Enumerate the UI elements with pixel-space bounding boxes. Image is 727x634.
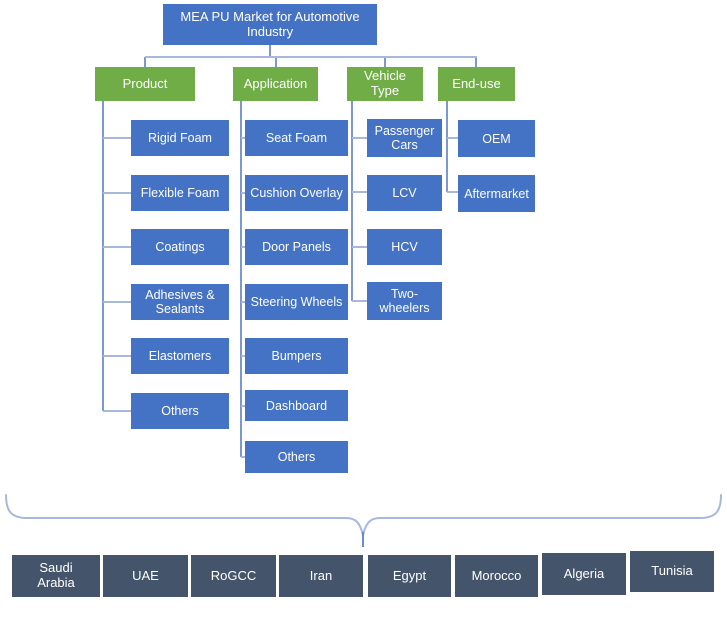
item-box-seat-foam: Seat Foam bbox=[245, 120, 348, 156]
item-box-dashboard: Dashboard bbox=[245, 390, 348, 421]
category-box-application: Application bbox=[233, 67, 318, 101]
region-box-tunisia: Tunisia bbox=[630, 551, 714, 592]
item-box-aftermarket: Aftermarket bbox=[458, 175, 535, 212]
category-box-end-use: End-use bbox=[438, 67, 515, 101]
region-box-iran: Iran bbox=[279, 555, 363, 597]
region-box-rogcc: RoGCC bbox=[191, 555, 276, 597]
item-box-product-others: Others bbox=[131, 393, 229, 429]
item-box-coatings: Coatings bbox=[131, 229, 229, 265]
root-node: MEA PU Market for Automotive Industry bbox=[163, 4, 377, 45]
item-box-oem: OEM bbox=[458, 120, 535, 157]
item-box-rigid-foam: Rigid Foam bbox=[131, 120, 229, 156]
item-box-steering-wheels: Steering Wheels bbox=[245, 284, 348, 320]
region-box-algeria: Algeria bbox=[542, 553, 626, 595]
item-box-hcv: HCV bbox=[367, 229, 442, 265]
category-box-product: Product bbox=[95, 67, 195, 101]
item-box-cushion-overlay: Cushion Overlay bbox=[245, 175, 348, 211]
item-box-flexible-foam: Flexible Foam bbox=[131, 175, 229, 211]
item-box-door-panels: Door Panels bbox=[245, 229, 348, 265]
item-box-application-others: Others bbox=[245, 441, 348, 473]
region-box-uae: UAE bbox=[103, 555, 188, 597]
region-box-saudi-arabia: Saudi Arabia bbox=[12, 555, 100, 597]
item-box-adhesives-sealants: Adhesives & Sealants bbox=[131, 284, 229, 320]
item-box-elastomers: Elastomers bbox=[131, 338, 229, 374]
item-box-bumpers: Bumpers bbox=[245, 338, 348, 374]
region-box-egypt: Egypt bbox=[368, 555, 451, 597]
item-box-passenger-cars: Passenger Cars bbox=[367, 119, 442, 157]
item-box-lcv: LCV bbox=[367, 175, 442, 211]
region-box-morocco: Morocco bbox=[455, 555, 538, 597]
brace-curve bbox=[5, 494, 722, 536]
category-box-vehicle-type: Vehicle Type bbox=[347, 67, 423, 101]
item-box-two-wheelers: Two-wheelers bbox=[367, 282, 442, 320]
